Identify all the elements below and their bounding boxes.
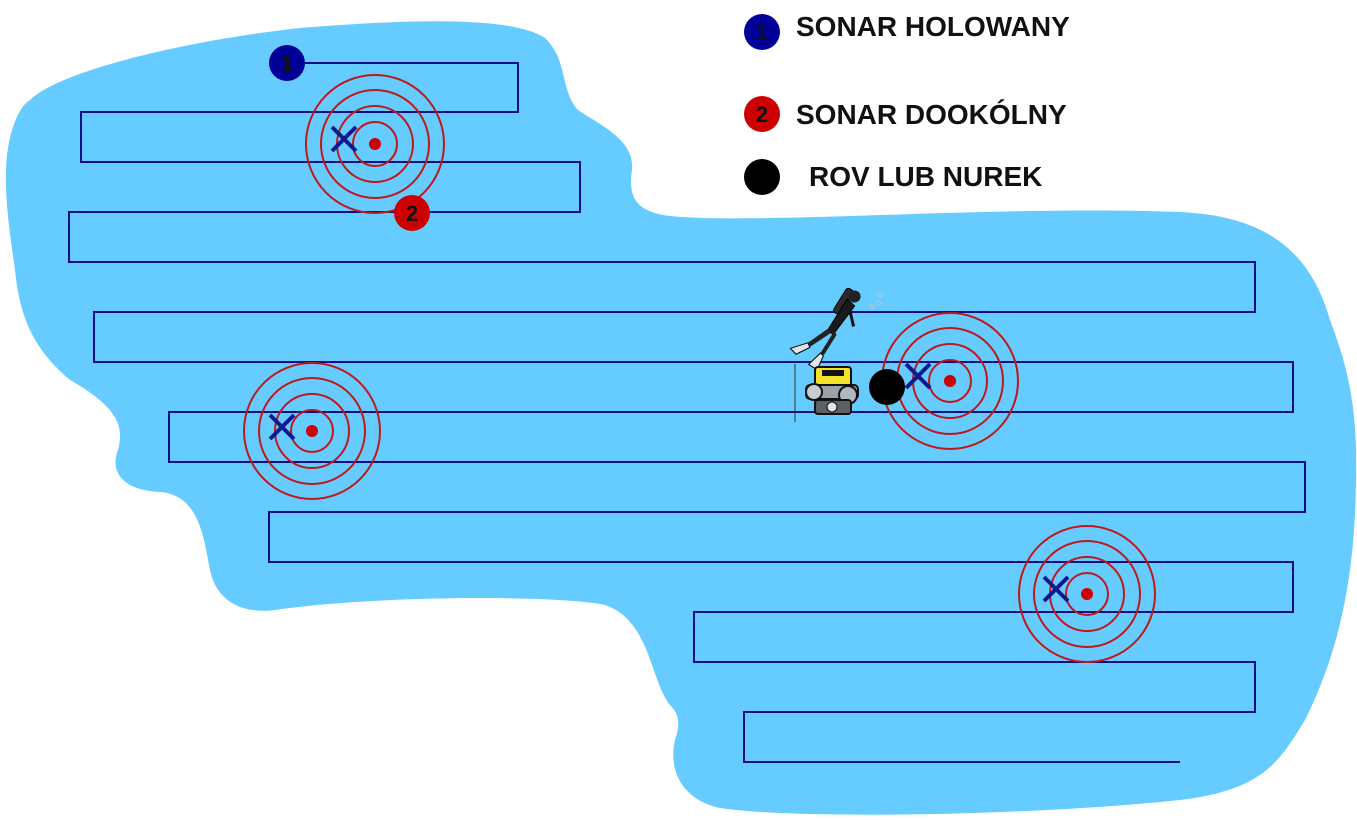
black-circle-icon <box>744 159 780 195</box>
ring <box>1033 540 1141 648</box>
circular-sonar-marker-number: 2 <box>406 201 418 226</box>
circular-sonar-marker: 2 <box>394 195 430 231</box>
x-mark-icon <box>904 362 932 390</box>
towed-sonar-marker-number: 1 <box>281 51 293 76</box>
ring <box>290 409 334 453</box>
target-dot <box>944 375 956 387</box>
x-mark-icon <box>268 413 296 441</box>
blue-numbered-circle-icon <box>744 14 780 50</box>
ring <box>1065 572 1109 616</box>
ring <box>928 359 972 403</box>
x-mark-icon <box>330 125 358 153</box>
target-dot <box>1081 588 1093 600</box>
legend-item-rov-diver: ROV LUB NUREK <box>744 159 1042 195</box>
ring <box>258 377 366 485</box>
lake-area <box>5 21 1357 815</box>
target-dot <box>369 138 381 150</box>
ring <box>352 121 398 167</box>
sonar-rings-2 <box>243 362 381 500</box>
target-dot <box>306 425 318 437</box>
x-mark-icon <box>1042 575 1070 603</box>
rov-position-marker <box>869 369 905 405</box>
scuba-diver-icon <box>789 287 883 371</box>
towed-sonar-marker: 1 <box>269 45 305 81</box>
legend-item-circular-sonar: 2 SONAR DOOKÓLNY <box>744 96 1067 132</box>
ring <box>243 362 381 500</box>
ring <box>320 89 430 199</box>
legend-number: 1 <box>756 20 768 45</box>
ring <box>274 393 350 469</box>
red-numbered-circle-icon <box>744 96 780 132</box>
sonar-rings-4 <box>1018 525 1156 663</box>
ring <box>305 74 445 214</box>
ring <box>1018 525 1156 663</box>
survey-track <box>68 62 1306 763</box>
legend: 1 SONAR HOLOWANY 2 SONAR DOOKÓLNY ROV LU… <box>744 11 1070 195</box>
legend-label-towed-sonar: SONAR HOLOWANY <box>796 11 1070 42</box>
rov-vehicle-icon <box>794 364 859 422</box>
legend-label-circular-sonar: SONAR DOOKÓLNY <box>796 99 1067 130</box>
legend-number: 2 <box>756 102 768 127</box>
legend-label-rov-diver: ROV LUB NUREK <box>809 161 1042 192</box>
legend-item-towed-sonar: 1 SONAR HOLOWANY <box>744 11 1070 50</box>
